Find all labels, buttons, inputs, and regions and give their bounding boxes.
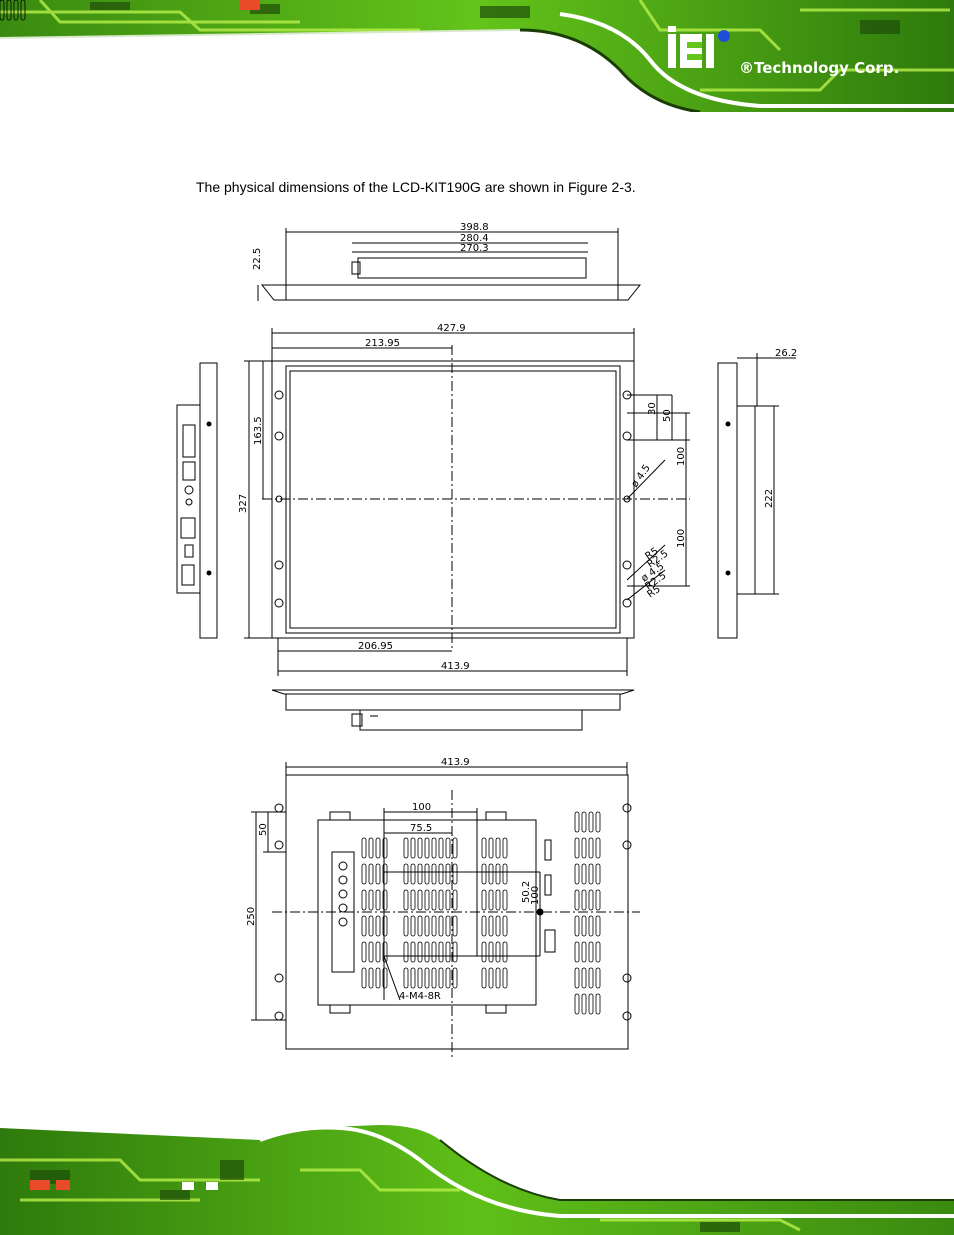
dim-front-half-bottom: 206.95	[358, 641, 393, 652]
dim-top-inner2: 270.3	[460, 243, 489, 254]
dim-top-inner1: 280.4	[460, 233, 489, 244]
dim-front-width: 427.9	[437, 323, 466, 334]
dim-rear-50: 50	[258, 823, 269, 836]
front-view	[244, 328, 690, 676]
dim-front-30: 30	[647, 402, 658, 415]
dim-rear-100-v: 100	[530, 886, 541, 905]
dim-front-50: 50	[662, 409, 673, 422]
page-header: ®Technology Corp.	[0, 0, 954, 112]
iei-logo	[668, 26, 730, 68]
dim-rear-width: 413.9	[441, 757, 470, 768]
dim-top-width: 398.8	[460, 222, 489, 233]
page-footer	[0, 1120, 954, 1235]
dim-top-depth: 22.5	[252, 248, 263, 270]
dim-rear-100: 100	[412, 802, 431, 813]
dim-side-height: 222	[764, 489, 775, 508]
right-side-view	[717, 353, 796, 639]
dim-side-depth: 26.2	[775, 348, 797, 359]
dim-front-100-upper: 100	[676, 447, 687, 466]
dim-front-100-lower: 100	[676, 529, 687, 548]
top-view	[257, 228, 642, 301]
bottom-view	[271, 689, 635, 731]
svg-text:®Technology Corp.: ®Technology Corp.	[739, 59, 899, 77]
header-circuit-art: ®Technology Corp.	[0, 0, 954, 112]
screw-note: 4-M4-8R	[399, 991, 441, 1002]
dim-front-half-top: 213.95	[365, 338, 400, 349]
dim-front-bottom-width: 413.9	[441, 661, 470, 672]
dim-front-height: 327	[238, 494, 249, 513]
dim-rear-50-2: 50.2	[521, 881, 532, 903]
rear-view	[251, 762, 640, 1060]
dim-front-half-height: 163.5	[253, 416, 264, 445]
footer-circuit-art	[0, 1120, 954, 1235]
dim-rear-250: 250	[246, 907, 257, 926]
dimension-drawing: 398.8 280.4 270.3 22.5 427.9 213.95 327 …	[0, 0, 797, 1060]
dim-rear-75: 75.5	[410, 823, 432, 834]
intro-text: The physical dimensions of the LCD-KIT19…	[196, 179, 636, 195]
left-side-view	[176, 362, 218, 639]
vent-slots	[0, 0, 601, 1015]
